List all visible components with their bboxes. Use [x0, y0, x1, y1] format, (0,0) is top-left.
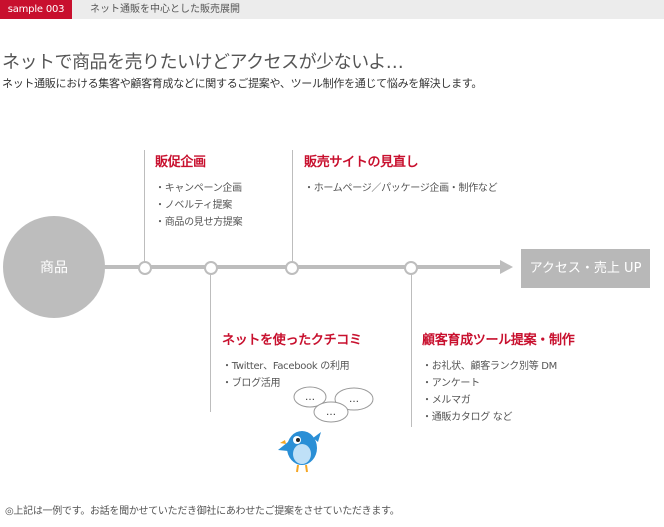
group-item: ・アンケート [422, 378, 480, 389]
timeline-node-1 [138, 261, 152, 275]
speech-bubble-text: … [305, 392, 315, 403]
group-item: ・キャンペーン企画 [155, 183, 242, 194]
group-site-review: 販売サイトの見直し ・ホームページ／パッケージ企画・制作など [304, 151, 498, 197]
speech-bubble-text: … [349, 394, 359, 405]
timeline-node-4 [404, 261, 418, 275]
sub-heading: ネット通販における集客や顧客育成などに関するご提案や、ツール制作を通じて悩みを解… [2, 77, 483, 90]
group-item: ・ノベルティ提案 [155, 200, 232, 211]
group-item: ・メルマガ [422, 395, 471, 406]
group-item: ・お礼状、顧客ランク別等 DM [422, 361, 558, 372]
group-customer-tools: 顧客育成ツール提案・制作 ・お礼状、顧客ランク別等 DM ・アンケート ・メルマ… [422, 329, 575, 426]
connector-line-4 [411, 272, 412, 427]
group-item: ・ブログ活用 [222, 378, 281, 389]
result-box: アクセス・売上 UP [521, 249, 650, 288]
speech-bubble-middle: … [313, 401, 349, 423]
product-circle: 商品 [3, 216, 105, 318]
group-item: ・商品の見せ方提案 [155, 217, 243, 228]
group-title: ネットを使ったクチコミ [222, 333, 362, 348]
timeline-line [104, 265, 504, 269]
sample-tag: sample 003 [0, 0, 72, 19]
group-title: 顧客育成ツール提案・制作 [422, 333, 575, 348]
header-title: ネット通販を中心とした販売展開 [90, 4, 240, 15]
group-item: ・Twitter、Facebook の利用 [222, 361, 350, 372]
header-bar: sample 003 ネット通販を中心とした販売展開 [0, 0, 664, 19]
group-title: 販売サイトの見直し [304, 155, 419, 170]
timeline-node-3 [285, 261, 299, 275]
timeline-arrow-icon [500, 260, 513, 274]
speech-bubble-text: … [326, 407, 336, 418]
connector-line-3 [210, 272, 211, 412]
group-sales-promotion: 販促企画 ・キャンペーン企画 ・ノベルティ提案 ・商品の見せ方提案 [155, 151, 243, 231]
connector-line-2 [292, 150, 293, 262]
footnote: ◎上記は一例です。お話を聞かせていただき御社にあわせたご提案をさせていただきます… [5, 506, 400, 517]
product-label: 商品 [40, 260, 68, 276]
connector-line-1 [144, 150, 145, 262]
group-word-of-mouth: ネットを使ったクチコミ ・Twitter、Facebook の利用 ・ブログ活用 [222, 329, 362, 392]
group-item: ・通販カタログ など [422, 412, 513, 423]
timeline-node-2 [204, 261, 218, 275]
speech-bubble-right: … [334, 387, 374, 411]
blue-bird-mascot-icon: … … … [278, 386, 374, 473]
bird-body [278, 431, 321, 473]
main-heading: ネットで商品を売りたいけどアクセスが少ないよ… [2, 52, 404, 73]
group-item: ・ホームページ／パッケージ企画・制作など [304, 183, 498, 194]
group-title: 販促企画 [155, 155, 206, 170]
speech-bubble-left: … [293, 386, 327, 408]
